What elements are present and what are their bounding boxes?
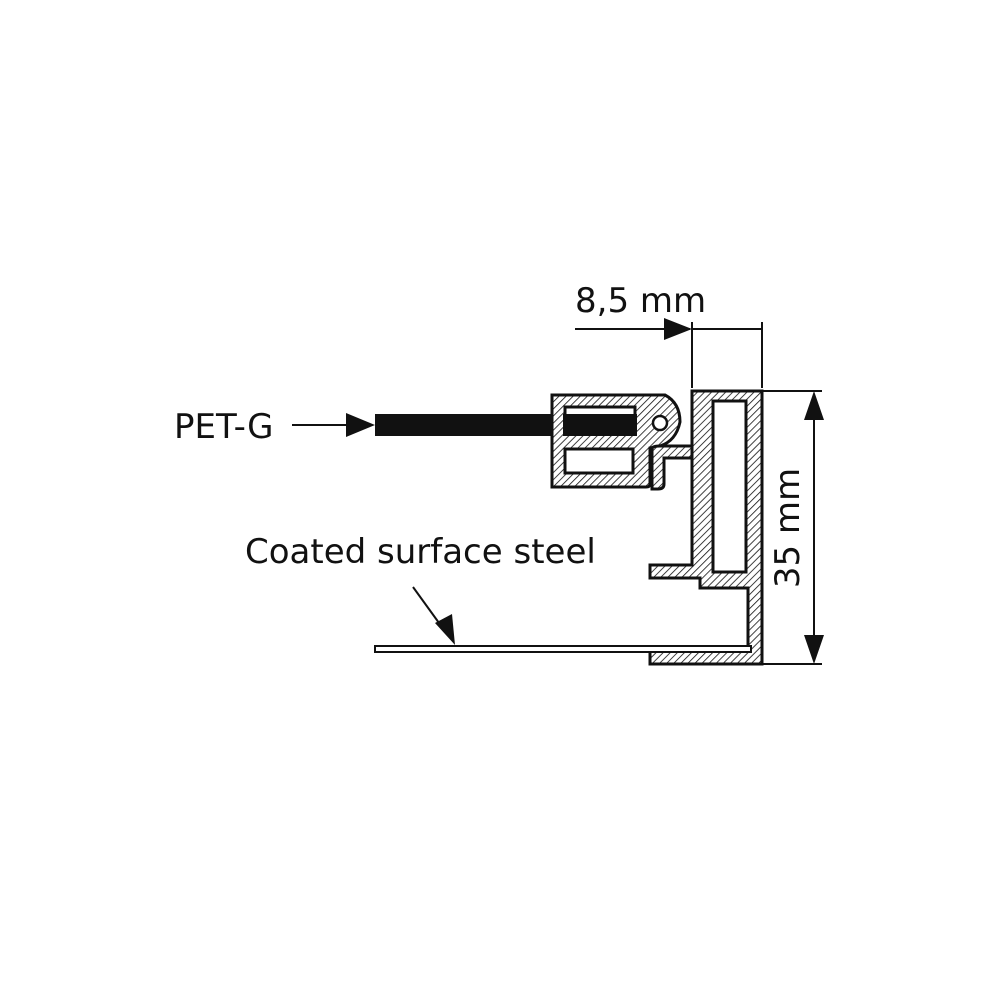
connector-arm: [650, 444, 702, 491]
coated-steel-label: Coated surface steel: [245, 532, 596, 572]
height-arrowhead-bottom-icon: [804, 635, 824, 664]
coated-steel-sheet: [374, 645, 752, 653]
height-arrowhead-top-icon: [804, 391, 824, 420]
pet-g-sheet-inserted: [563, 414, 637, 436]
width-arrowhead-icon: [664, 318, 692, 340]
frame-chamber: [711, 399, 748, 574]
coated-steel-arrowhead-icon: [435, 614, 455, 645]
clip-hinge-hole: [651, 414, 669, 432]
height-dimension-label: 35 mm: [768, 468, 808, 588]
pet-g-label: PET-G: [174, 407, 274, 447]
clip-slot-lower: [563, 447, 635, 475]
pet-g-arrowhead-icon: [346, 413, 375, 437]
width-dimension-label: 8,5 mm: [575, 281, 706, 321]
